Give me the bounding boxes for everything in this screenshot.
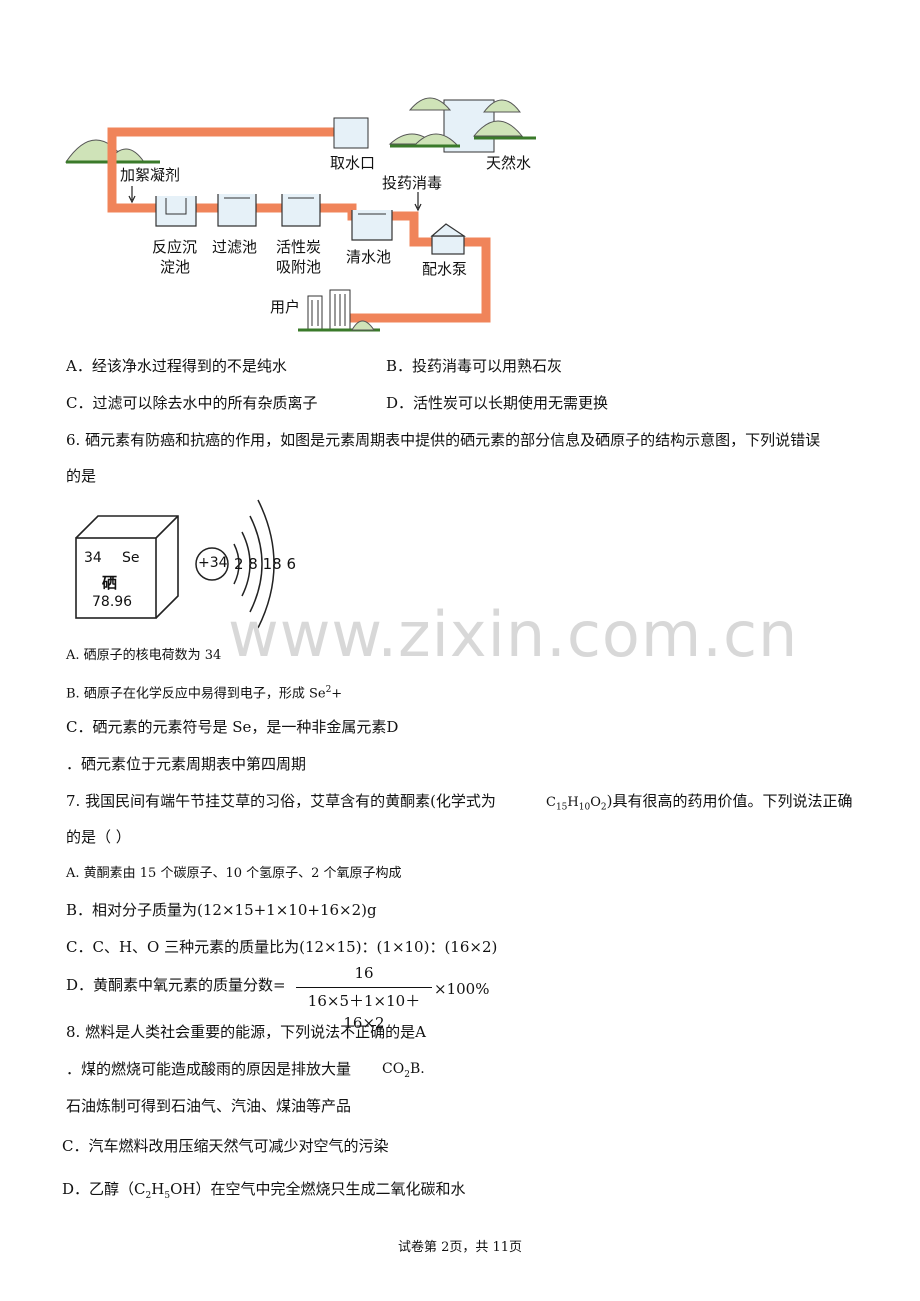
- label-flocculant: 加絮凝剂: [120, 166, 181, 184]
- q7-formula: C15H10O2)具有很高的药用价值。下列说法正确: [546, 792, 853, 813]
- q7-option-d: D．黄酮素中氧元素的质量分数=: [66, 976, 286, 994]
- element-number: 34: [84, 550, 102, 566]
- label-settling-1: 反应沉: [152, 238, 198, 256]
- element-name: 硒: [102, 574, 118, 592]
- label-filter: 过滤池: [212, 238, 258, 256]
- watermark: www.zixin.com.cn: [228, 598, 799, 671]
- q6-option-d: ．硒元素位于元素周期表中第四周期: [66, 755, 307, 773]
- clear-tank: [351, 210, 393, 241]
- q5-option-b: B．投药消毒可以用熟石灰: [386, 357, 563, 375]
- q7-fraction-tail: ×100%: [434, 980, 490, 998]
- intake-box: [333, 117, 369, 149]
- carbon-tank: [281, 194, 321, 227]
- settling-tank: [155, 196, 197, 227]
- label-carbon-1: 活性炭: [276, 238, 322, 256]
- q8-option-b: 石油炼制可得到石油气、汽油、煤油等产品: [66, 1097, 352, 1115]
- q7-fraction-numerator: 16: [354, 964, 374, 982]
- q6-option-b-sup: 2: [325, 685, 332, 695]
- q6-option-c: C．硒元素的元素符号是 Se，是一种非金属元素D: [66, 718, 399, 736]
- pipe: [107, 127, 491, 323]
- q8-stem: 8. 燃料是人类社会重要的能源，下列说法不正确的是A: [66, 1023, 426, 1041]
- q5-option-c: C．过滤可以除去水中的所有杂质离子: [66, 394, 318, 412]
- q7-stem-line2: 的是（ ）: [66, 828, 131, 846]
- q6-option-b-tail: +: [331, 686, 343, 702]
- q7-fraction-denominator: 16×5＋1×10＋16×2: [307, 992, 421, 1032]
- q6-option-b-text: B. 硒原子在化学反应中易得到电子，形成 Se: [66, 686, 326, 702]
- atom-shells: 2 8 18 6: [234, 555, 297, 573]
- q8-option-a: ．煤的燃烧可能造成酸雨的原因是排放大量: [66, 1060, 352, 1078]
- element-mass: 78.96: [92, 594, 133, 610]
- label-user: 用户: [270, 298, 301, 316]
- q7-option-b: B．相对分子质量为(12×15+1×10+16×2)g: [66, 901, 377, 919]
- q8-option-a-tail: B.: [409, 1061, 425, 1077]
- filter-tank: [217, 194, 257, 227]
- q6-option-b: B. 硒原子在化学反应中易得到电子，形成 Se2+: [66, 680, 342, 704]
- q7-option-a: A. 黄酮素由 15 个碳原子、10 个氢原子、2 个氧原子构成: [66, 866, 402, 881]
- label-settling-2: 淀池: [160, 258, 191, 276]
- q8-option-a-formula: CO2B.: [382, 1061, 425, 1080]
- q7-stem-line1: 7. 我国民间有端午节挂艾草的习俗，艾草含有的黄酮素(化学式为: [66, 792, 496, 810]
- q8-option-c: C．汽车燃料改用压缩天然气可减少对空气的污染: [62, 1137, 389, 1155]
- hills-right: [388, 97, 536, 153]
- pump-house: [430, 223, 466, 255]
- water-treatment-diagram: [65, 97, 536, 332]
- atom-nucleus: +34: [198, 555, 228, 571]
- label-disinfect: 投药消毒: [382, 174, 443, 192]
- label-natural-water: 天然水: [486, 154, 532, 172]
- q5-option-a: A．经该净水过程得到的不是纯水: [66, 357, 287, 375]
- page-footer: 试卷第 2页，共 11页: [397, 1240, 523, 1255]
- label-intake: 取水口: [330, 154, 376, 172]
- q5-option-d: D．活性炭可以长期使用无需更换: [386, 394, 609, 412]
- user-buildings: [298, 289, 380, 332]
- label-clear: 清水池: [346, 248, 392, 266]
- q7-stem-tail: )具有很高的药用价值。下列说法正确: [606, 792, 853, 810]
- label-pump: 配水泵: [422, 260, 468, 278]
- element-symbol: Se: [122, 550, 140, 566]
- q7-fraction-bar: [296, 987, 432, 988]
- q8-option-d: D．乙醇（C2H5OH）在空气中完全燃烧只生成二氧化碳和水: [62, 1180, 466, 1201]
- q7-option-c: C．C、H、O 三种元素的质量比为(12×15)：(1×10)：(16×2): [66, 938, 498, 956]
- q6-stem-line1: 6. 硒元素有防癌和抗癌的作用，如图是元素周期表中提供的硒元素的部分信息及硒原子…: [66, 431, 821, 449]
- q6-option-a: A. 硒原子的核电荷数为 34: [66, 648, 222, 663]
- element-box: [75, 515, 179, 619]
- label-carbon-2: 吸附池: [276, 258, 322, 276]
- q7-fraction: 16 16×5＋1×10＋16×2: [296, 962, 432, 1032]
- q6-stem-line2: 的是: [66, 467, 97, 485]
- atom-diagram: [195, 499, 275, 629]
